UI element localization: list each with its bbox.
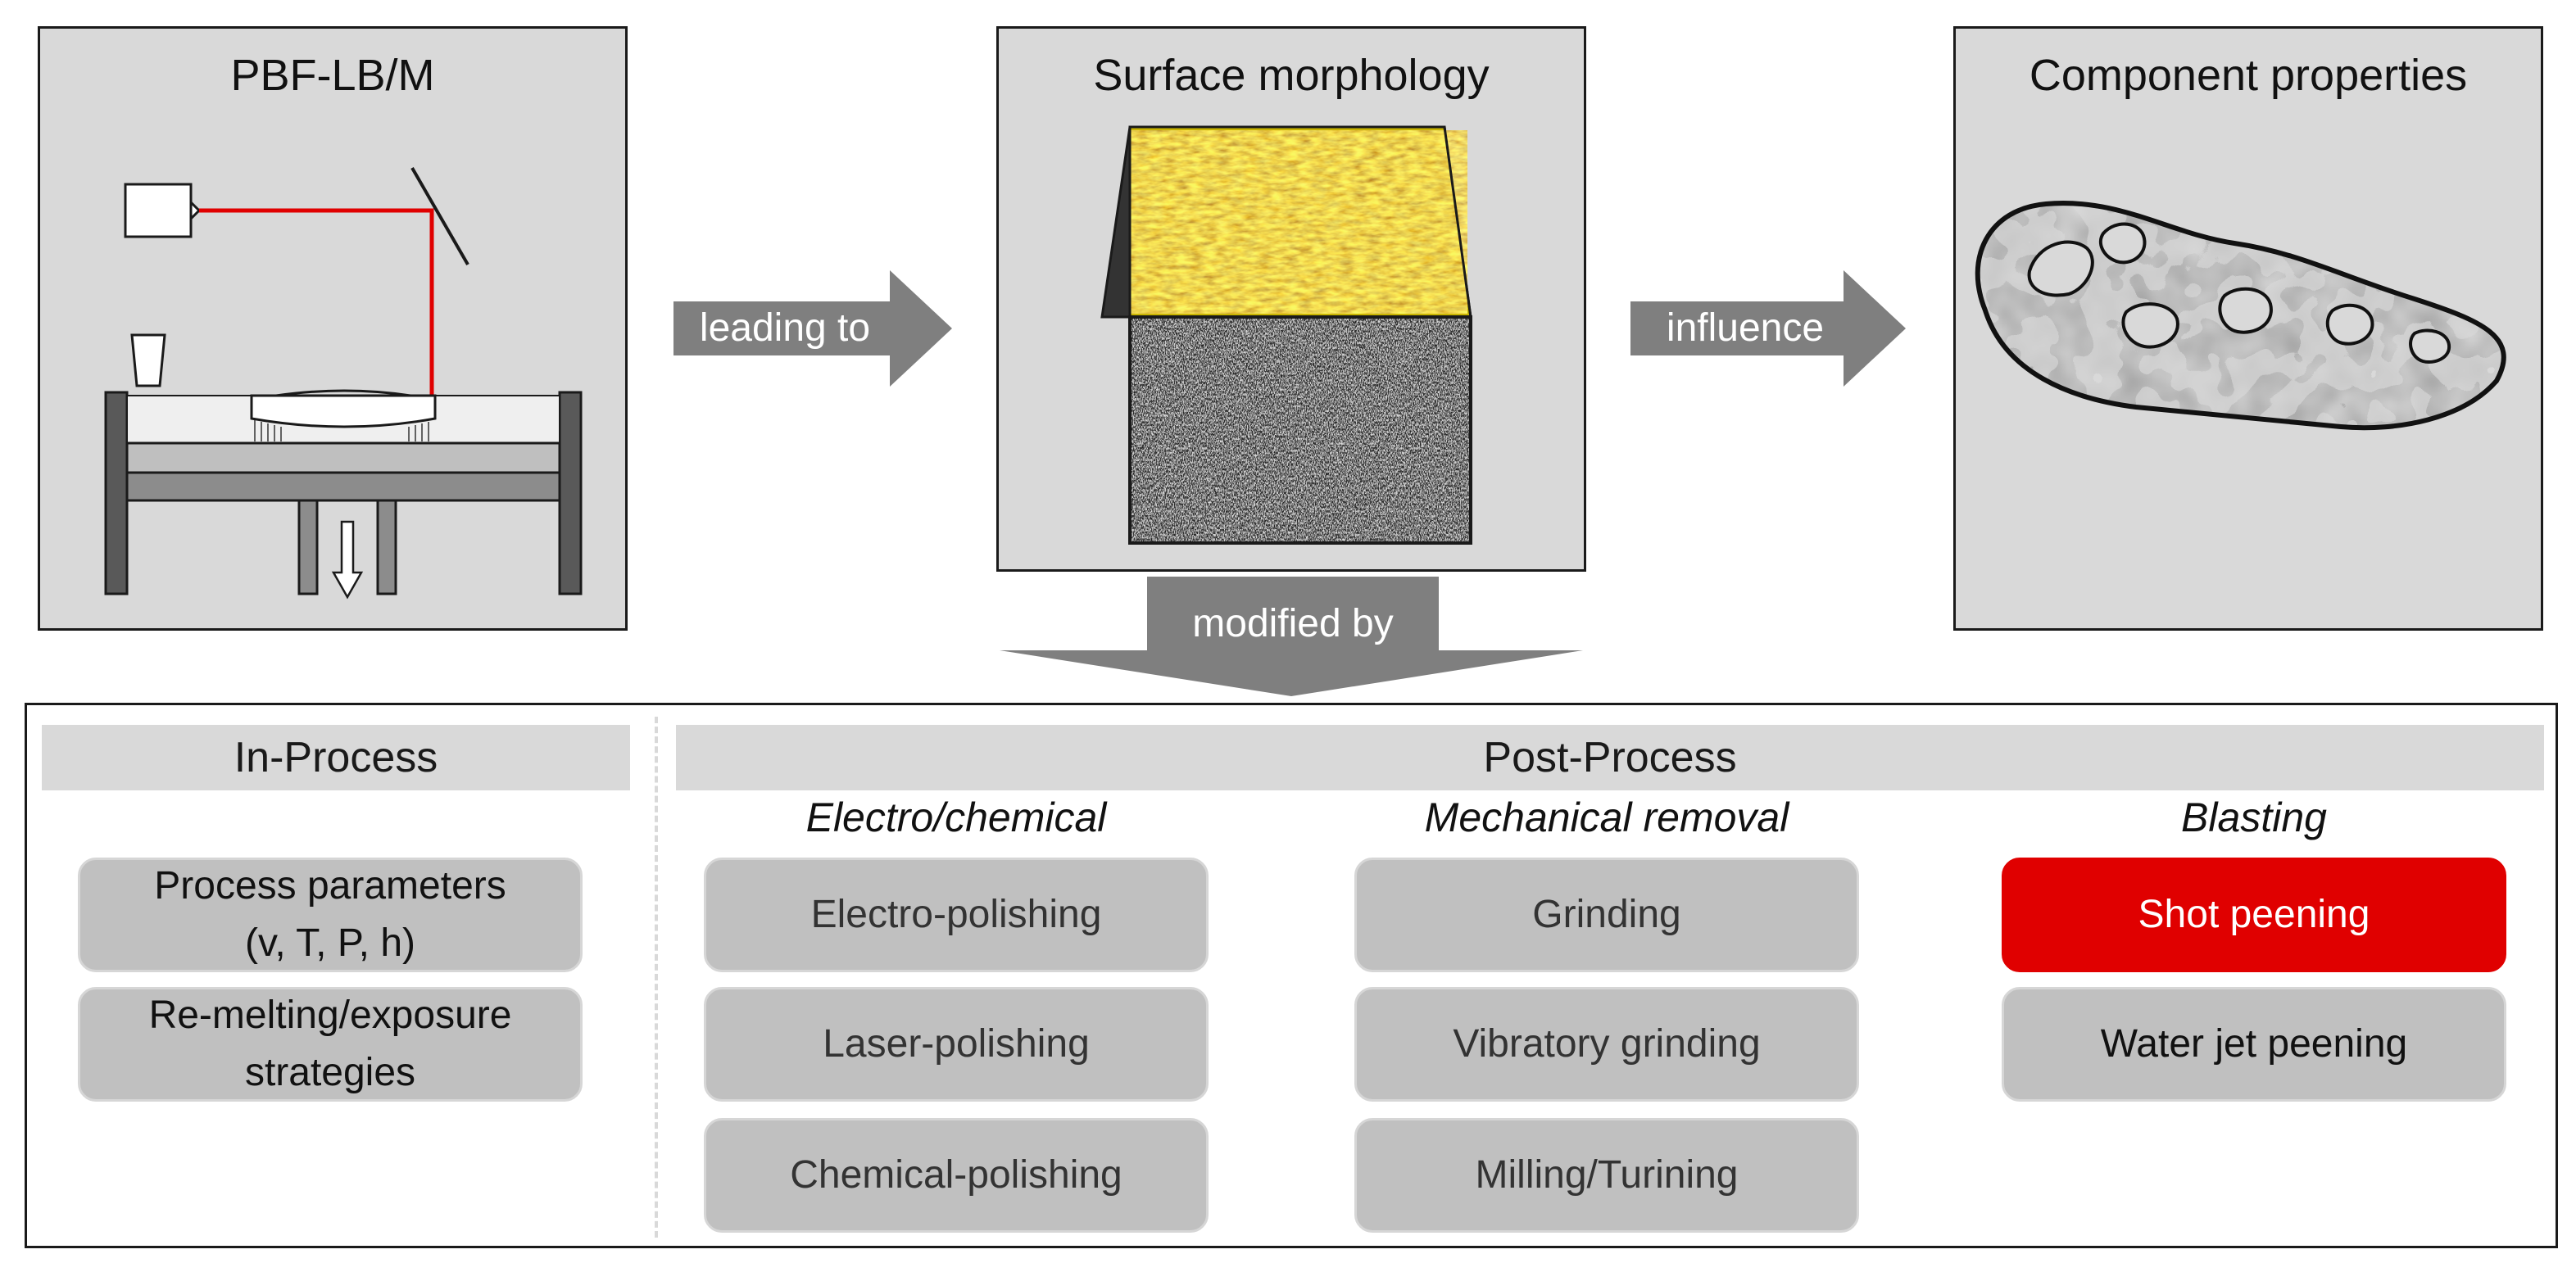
lattice-component <box>1975 201 2506 431</box>
method-process-parameters: Process parameters (v, T, P, h) <box>78 858 583 972</box>
method-vibratory-grinding: Vibratory grinding <box>1354 987 1859 1102</box>
pbf-schematic <box>104 167 583 600</box>
method-water-jet-peening: Water jet peening <box>2002 987 2506 1102</box>
leading-to-label: leading to <box>699 306 871 350</box>
down-arrow-icon <box>331 520 364 600</box>
powder-hopper-icon <box>130 333 166 387</box>
section-divider <box>655 717 658 1238</box>
method-laser-polishing: Laser-polishing <box>704 987 1209 1102</box>
influence-label: influence <box>1666 306 1825 350</box>
method-shot-peening: Shot peening <box>2002 858 2506 972</box>
laser-nozzle-icon <box>189 199 202 222</box>
modified-by-label: modified by <box>1192 602 1394 645</box>
properties-panel: Component properties <box>1953 26 2543 631</box>
scanner-mirror-icon <box>410 167 469 265</box>
method-label: Process parameters (v, T, P, h) <box>154 864 506 965</box>
build-platform <box>125 471 561 502</box>
machine-wall-left <box>104 391 129 595</box>
modification-methods: In-Process Post-Process Process paramete… <box>25 703 2558 1248</box>
surface-panel-title: Surface morphology <box>1093 51 1490 100</box>
method-label: Re-melting/exposure strategies <box>148 994 512 1094</box>
post-process-header: Post-Process <box>676 725 2544 790</box>
process-panel-title: PBF-LB/M <box>230 51 435 100</box>
influence-arrow: influence <box>1630 270 1906 387</box>
category-mechanical-removal: Mechanical removal <box>1424 794 1789 840</box>
build-plate <box>125 441 561 474</box>
melt-pool <box>250 394 437 428</box>
method-electro-polishing: Electro-polishing <box>704 858 1209 972</box>
modified-by-arrow: modified by <box>1000 577 1583 696</box>
part-outline <box>275 389 411 397</box>
leading-to-arrow: leading to <box>673 270 952 387</box>
method-chemical-polishing: Chemical-polishing <box>704 1118 1209 1233</box>
in-process-header: In-Process <box>42 725 630 790</box>
piston-right <box>376 499 397 595</box>
laser-beam <box>199 208 434 396</box>
properties-panel-title: Component properties <box>2029 51 2468 100</box>
category-blasting: Blasting <box>2181 794 2327 840</box>
method-grinding: Grinding <box>1354 858 1859 972</box>
piston-left <box>297 499 319 595</box>
surface-panel: Surface morphology <box>996 26 1586 572</box>
process-panel: PBF-LB/M <box>38 26 628 631</box>
machine-wall-right <box>558 391 583 595</box>
method-milling-turning: Milling/Turining <box>1354 1118 1859 1233</box>
surface-block <box>1100 125 1472 545</box>
surface-left-face <box>1100 126 1132 319</box>
hatching <box>254 420 429 441</box>
method-remelting-strategies: Re-melting/exposure strategies <box>78 987 583 1102</box>
lattice-cavities <box>2027 222 2451 364</box>
laser-source-icon <box>124 183 193 238</box>
category-electro-chemical: Electro/chemical <box>805 794 1107 840</box>
